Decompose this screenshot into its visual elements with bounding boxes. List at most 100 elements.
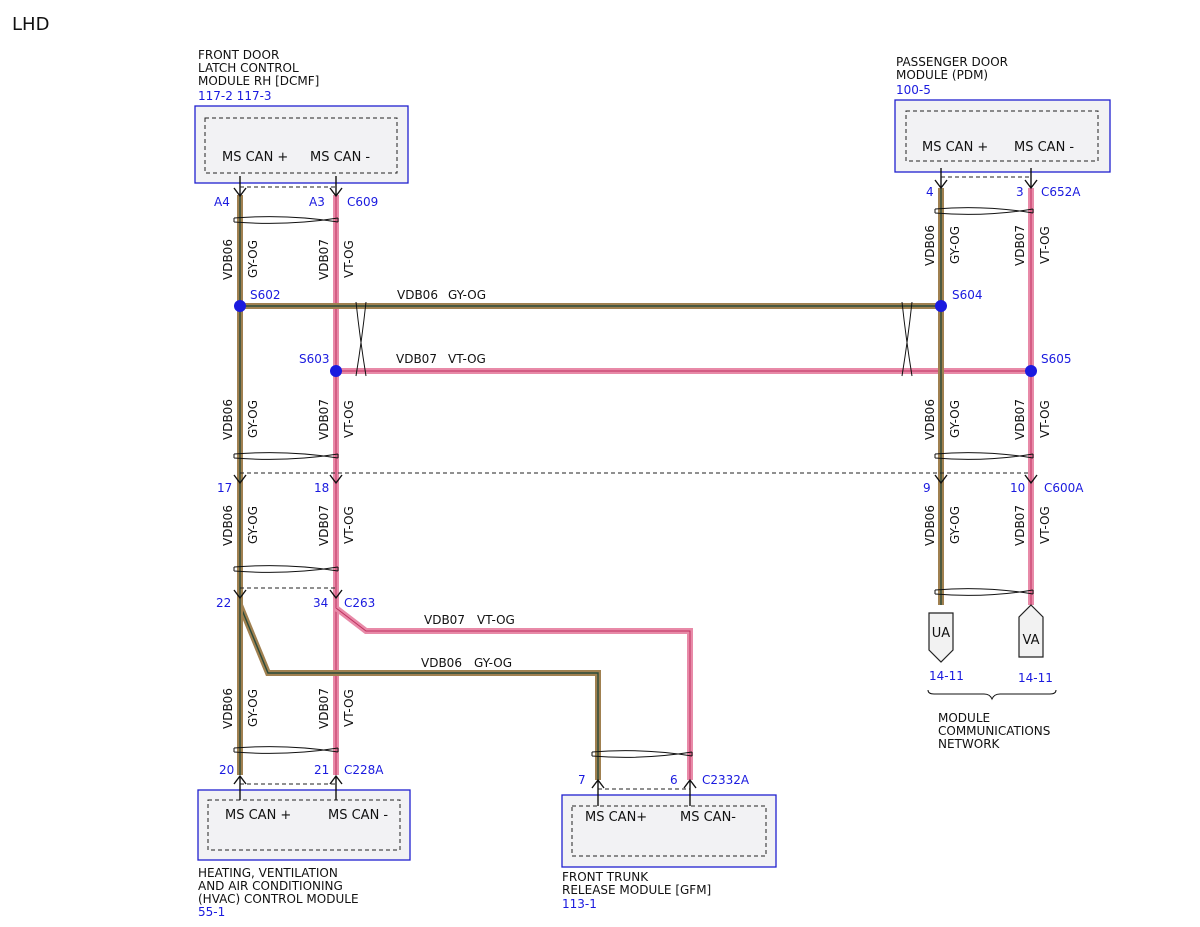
pin-7: 7 xyxy=(578,773,586,787)
wire-label-vdb07: VDB07 xyxy=(317,239,331,280)
wire-label-gy-og: GY-OG xyxy=(948,400,962,438)
wire-label-gy-og: GY-OG xyxy=(246,506,260,544)
wire-label-gy-og: GY-OG xyxy=(246,400,260,438)
pin-17: 17 xyxy=(217,481,232,495)
wire-label-vt-og: VT-OG xyxy=(342,506,356,544)
page-title: LHD xyxy=(12,14,49,35)
terminal-ua xyxy=(928,612,954,663)
splice-s603-label: S603 xyxy=(299,352,330,366)
wire-label-vdb07: VDB07 xyxy=(424,613,465,627)
gfm-pin-ms-can-minus: MS CAN- xyxy=(680,810,736,825)
connector-c2332a: 7 6 C2332A xyxy=(578,773,750,806)
module-dcmf-box xyxy=(194,105,409,184)
connector-c609: A4 A3 C609 xyxy=(214,176,378,209)
module-hvac-box xyxy=(197,789,411,861)
pin-18: 18 xyxy=(314,481,329,495)
network-brace xyxy=(927,689,1057,701)
hvac-pin-ms-can-plus: MS CAN + xyxy=(225,808,291,823)
terminal-va-label: VA xyxy=(1023,633,1040,648)
splice-s602 xyxy=(234,300,246,312)
wire-label-vdb07: VDB07 xyxy=(317,688,331,729)
wire-label-vdb06: VDB06 xyxy=(221,688,235,729)
connector-c600a-label: C600A xyxy=(1044,481,1084,495)
wire-label-vdb06: VDB06 xyxy=(221,239,235,280)
terminal-va-ref: 14-11 xyxy=(1018,671,1053,685)
wire-label-vdb06: VDB06 xyxy=(221,399,235,440)
connector-c652a: 4 3 C652A xyxy=(926,168,1081,199)
wire-label-gy-og: GY-OG xyxy=(246,240,260,278)
wire-label-vdb07: VDB07 xyxy=(1013,399,1027,440)
splice-s603 xyxy=(330,365,342,377)
connector-c263-label: C263 xyxy=(344,596,375,610)
wire-label-vdb06: VDB06 xyxy=(923,225,937,266)
splices: S602 S603 S604 S605 xyxy=(234,288,1072,377)
wire-gy-to-gfm xyxy=(237,602,601,780)
wire-label-gy-og: GY-OG xyxy=(474,656,512,670)
gfm-pin-ms-can-plus: MS CAN+ xyxy=(585,810,647,825)
wire-label-vdb07: VDB07 xyxy=(317,399,331,440)
pin-a3: A3 xyxy=(309,195,325,209)
wire-label-vt-og: VT-OG xyxy=(1038,226,1052,264)
vertical-wire-labels: VDB06 GY-OG VDB07 VT-OG VDB06 GY-OG VDB0… xyxy=(221,225,1052,729)
wire-vt-to-gfm xyxy=(334,605,693,780)
horizontal-wire-labels: VDB06 GY-OG VDB07 VT-OG VDB07 VT-OG VDB0… xyxy=(396,288,515,670)
pin-3: 3 xyxy=(1016,185,1024,199)
wire-label-vdb06: VDB06 xyxy=(221,505,235,546)
wire-label-vt-og: VT-OG xyxy=(448,352,486,366)
wires-right-vertical xyxy=(938,188,1034,605)
dcmf-pin-ms-can-plus: MS CAN + xyxy=(222,150,288,165)
pin-a4: A4 xyxy=(214,195,230,209)
terminal-ua-ref: 14-11 xyxy=(929,669,964,683)
pin-22: 22 xyxy=(216,596,231,610)
wire-label-vt-og: VT-OG xyxy=(342,689,356,727)
wire-label-vdb07: VDB07 xyxy=(396,352,437,366)
pin-6: 6 xyxy=(670,773,678,787)
connector-c600a: 17 18 9 10 C600A xyxy=(217,472,1084,495)
pdm-pin-ms-can-plus: MS CAN + xyxy=(922,140,988,155)
module-gfm-ref: 113-1 xyxy=(562,897,597,911)
wire-label-vt-og: VT-OG xyxy=(1038,400,1052,438)
wire-label-gy-og: GY-OG xyxy=(246,689,260,727)
pin-9: 9 xyxy=(923,481,931,495)
terminal-ua-label: UA xyxy=(932,626,951,641)
wire-label-vt-og: VT-OG xyxy=(477,613,515,627)
pin-21: 21 xyxy=(314,763,329,777)
wire-label-vdb06: VDB06 xyxy=(923,399,937,440)
module-pdm-box xyxy=(894,99,1111,173)
wire-label-vdb07: VDB07 xyxy=(1013,505,1027,546)
splice-s605 xyxy=(1025,365,1037,377)
connector-c228a: 20 21 C228A xyxy=(219,763,384,800)
wires-left-vertical xyxy=(237,195,339,775)
connector-c652a-label: C652A xyxy=(1041,185,1081,199)
wire-label-gy-og: GY-OG xyxy=(948,506,962,544)
wire-label-vdb06: VDB06 xyxy=(397,288,438,302)
terminal-va xyxy=(1018,604,1044,658)
wire-label-vdb07: VDB07 xyxy=(1013,225,1027,266)
wire-label-gy-og: GY-OG xyxy=(448,288,486,302)
wire-label-vt-og: VT-OG xyxy=(342,240,356,278)
pin-20: 20 xyxy=(219,763,234,777)
splice-s605-label: S605 xyxy=(1041,352,1072,366)
module-pdm-ref: 100-5 xyxy=(896,83,931,97)
wire-label-vdb06: VDB06 xyxy=(923,505,937,546)
wire-label-vdb07: VDB07 xyxy=(317,505,331,546)
pin-4: 4 xyxy=(926,185,934,199)
connector-c609-label: C609 xyxy=(347,195,378,209)
connector-c263: 22 34 C263 xyxy=(216,587,375,610)
hvac-pin-ms-can-minus: MS CAN - xyxy=(328,808,388,823)
wire-label-vdb06: VDB06 xyxy=(421,656,462,670)
splice-s604-label: S604 xyxy=(952,288,983,302)
splice-s604 xyxy=(935,300,947,312)
module-hvac-ref: 55-1 xyxy=(198,905,225,919)
wire-label-vt-og: VT-OG xyxy=(342,400,356,438)
